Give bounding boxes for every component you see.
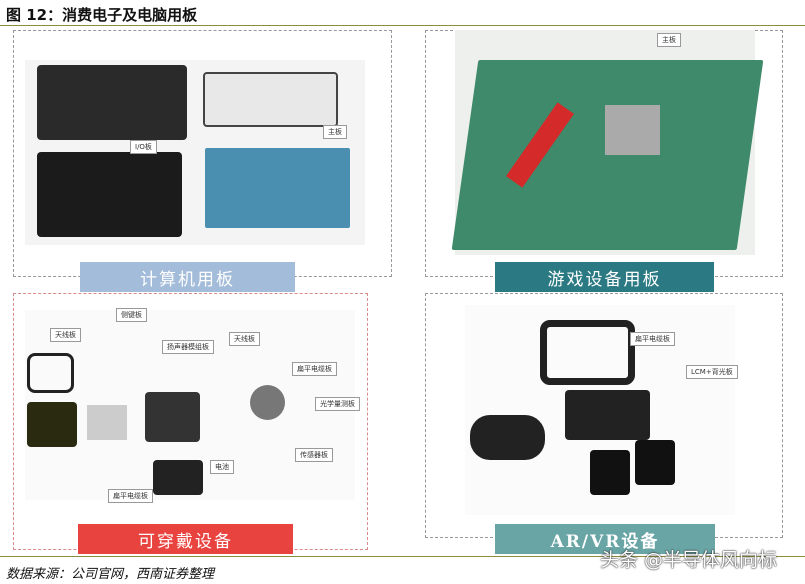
callout-flex-2: 扁平电缆板 bbox=[108, 489, 153, 503]
callout-antenna-2: 天线板 bbox=[229, 332, 260, 346]
banner-computer: 计算机用板 bbox=[80, 262, 295, 292]
banner-wearable: 可穿戴设备 bbox=[78, 524, 293, 554]
callout-antenna-1: 天线板 bbox=[50, 328, 81, 342]
divider bbox=[0, 25, 805, 26]
callout-sensor: 传感器板 bbox=[295, 448, 333, 462]
arvr-teardown-image bbox=[465, 305, 735, 515]
callout-side-key: 侧键板 bbox=[116, 308, 147, 322]
callout-optical: 光学量测板 bbox=[315, 397, 360, 411]
game-mainboard-image bbox=[451, 30, 764, 255]
callout-battery: 电池 bbox=[210, 460, 234, 474]
computer-teardown-image bbox=[25, 60, 365, 245]
source-note: 数据来源：公司官网，西南证券整理 bbox=[6, 567, 215, 582]
divider-bottom bbox=[0, 556, 805, 557]
callout-flex-1: 扁平电缆板 bbox=[292, 362, 337, 376]
watermark: 头条 @半导体风向标 bbox=[600, 549, 778, 571]
callout-mainboard: 主板 bbox=[323, 125, 347, 139]
banner-game: 游戏设备用板 bbox=[495, 262, 714, 292]
banner-arvr: AR/VR设备 bbox=[495, 524, 715, 554]
callout-io-board: I/O板 bbox=[130, 140, 157, 154]
callout-lcm-backlight: LCM+背光板 bbox=[686, 365, 738, 379]
figure-title: 图 12：消费电子及电脑用板 bbox=[6, 6, 198, 24]
callout-game-mainboard: 主板 bbox=[657, 33, 681, 47]
callout-vr-flex: 扁平电缆板 bbox=[630, 332, 675, 346]
callout-speaker: 扬声器模组板 bbox=[162, 340, 214, 354]
